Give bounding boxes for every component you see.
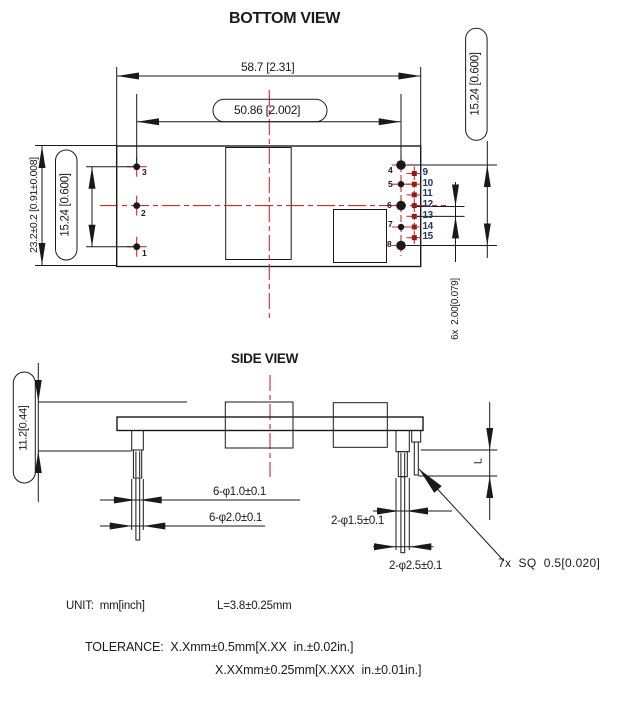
pin-label-11: 11	[422, 188, 433, 200]
l-value-note: L=3.8±0.25mm	[217, 600, 292, 612]
pin-label-1: 1	[142, 247, 147, 258]
side-view-body	[116, 401, 424, 554]
dim-aux-pin-pitch: 6x 2.00[0.079]	[449, 278, 461, 340]
pin-label-4: 4	[388, 165, 393, 175]
pin-label-6: 6	[387, 200, 392, 210]
dim-pin-span: 50.86 [2.002]	[234, 102, 301, 117]
dim-right-pin-pitch: 15.24 [0.600]	[469, 52, 482, 116]
pin-label-8: 8	[387, 239, 392, 249]
dim-overall-height: 23.2±0.2 [0.91±0.008]	[27, 157, 40, 253]
pin-label-3: 3	[142, 167, 147, 177]
dim-overall-width: 58.7 [2.31]	[241, 60, 295, 74]
pin-label-12: 12	[422, 199, 434, 211]
pin-label-15: 15	[422, 231, 434, 243]
pin-label-2: 2	[141, 207, 146, 218]
dim-side-height: 11.2[0.44]	[17, 404, 30, 451]
pin-label-13: 13	[422, 209, 434, 221]
unit-note: UNIT: mm[inch]	[66, 600, 145, 612]
bottom-view-dimension-lines	[35, 27, 497, 266]
bottom-view-pins	[133, 160, 406, 251]
bottom-view-centerlines	[100, 90, 446, 477]
bottom-view-aux-pins	[411, 171, 417, 241]
dim-pin2-tip-dia: 2-φ1.5±0.1	[331, 514, 384, 527]
dim-pin-base-dia: 6-φ2.0±0.1	[209, 512, 262, 524]
dim-left-pin-pitch: 15.24 [0.600]	[59, 173, 72, 237]
tolerance-line-1: TOLERANCE: X.Xmm±0.5mm[X.XX in.±0.02in.]	[85, 639, 354, 654]
bottom-view-body	[115, 145, 422, 268]
dim-pin2-base-dia: 2-φ2.5±0.1	[389, 559, 442, 572]
side-view-dimension-lines	[12, 363, 505, 562]
pin-label-10: 10	[422, 177, 434, 189]
tolerance-line-2: X.XXmm±0.25mm[X.XXX in.±0.01in.]	[215, 663, 422, 677]
pin-label-9: 9	[422, 167, 429, 178]
pin-label-7: 7	[388, 218, 393, 229]
pin-label-5: 5	[388, 178, 393, 189]
pin-label-14: 14	[422, 220, 434, 232]
dim-l-label: L	[472, 457, 484, 465]
dim-sq-pin-note: 7x SQ 0.5[0.020]	[498, 555, 601, 570]
bottom-view-title: BOTTOM VIEW	[229, 10, 341, 27]
side-view-title: SIDE VIEW	[231, 351, 299, 366]
dim-pin-tip-dia: 6-φ1.0±0.1	[213, 486, 266, 498]
